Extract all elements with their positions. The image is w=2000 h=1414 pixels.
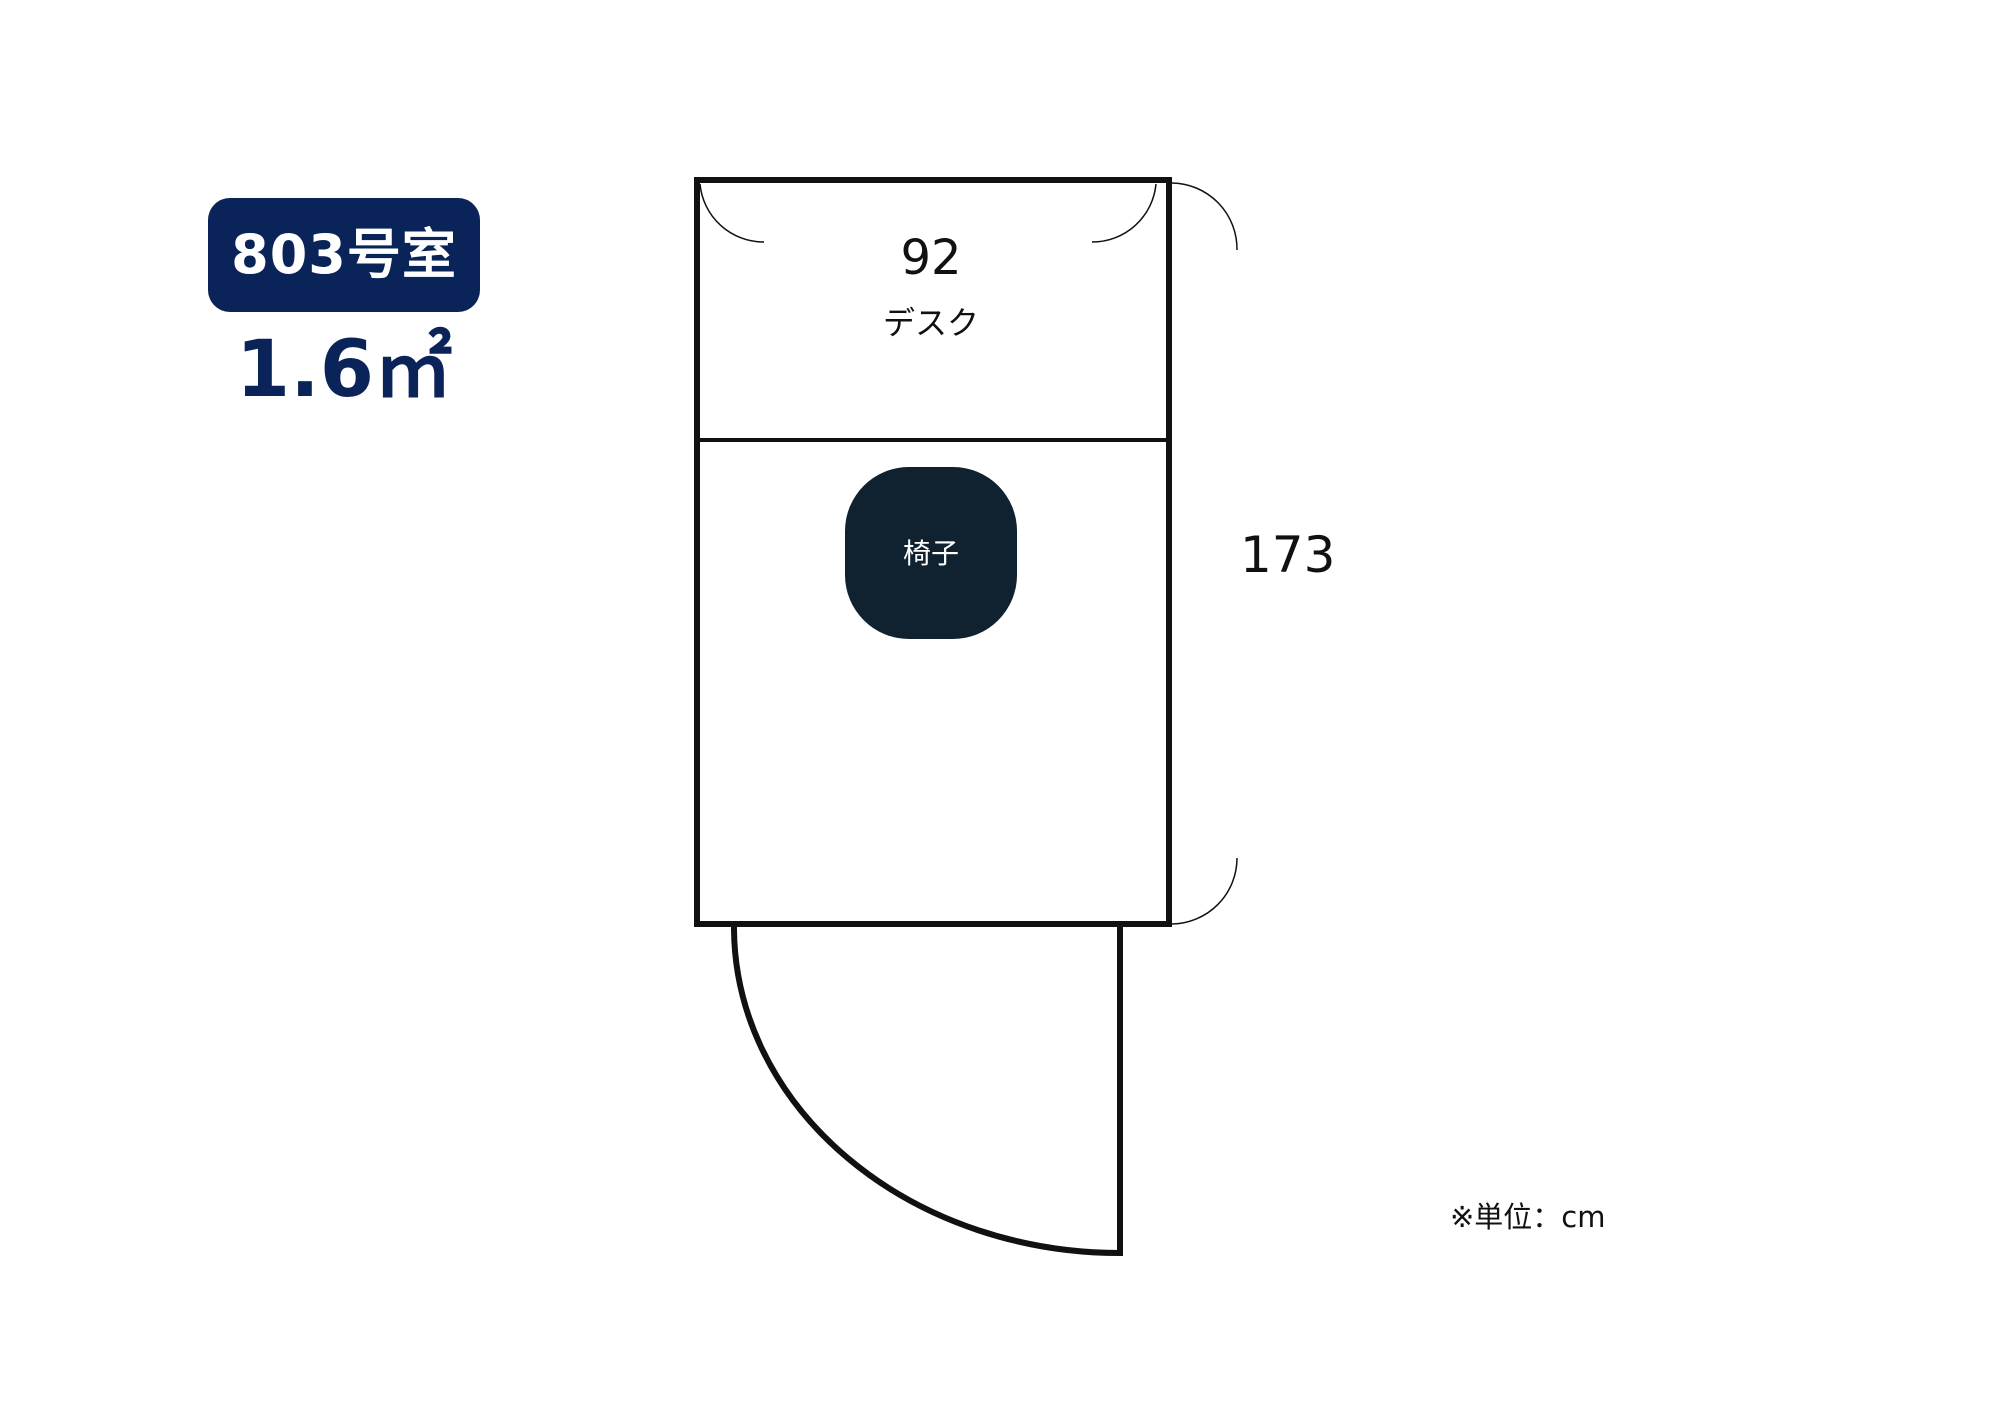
- door-swing: [731, 926, 1123, 1257]
- width-dimension-label: 92: [900, 230, 961, 286]
- chair-shape: [845, 467, 1017, 639]
- room-outline: [694, 177, 1172, 927]
- dimension-arc-top: [1171, 182, 1238, 251]
- desk-corner-arc-right: [1091, 183, 1157, 243]
- room-number-badge: 803号室: [208, 198, 480, 312]
- height-dimension-label: 173: [1240, 526, 1335, 584]
- dimension-arc-bottom: [1171, 857, 1238, 925]
- desk-corner-arc-left: [699, 183, 765, 243]
- room-area-label: 1.6㎡: [235, 325, 453, 415]
- desk-label: デスク: [883, 304, 979, 342]
- unit-note: ※単位：cm: [1450, 1200, 1606, 1234]
- chair-label: 椅子: [903, 537, 959, 570]
